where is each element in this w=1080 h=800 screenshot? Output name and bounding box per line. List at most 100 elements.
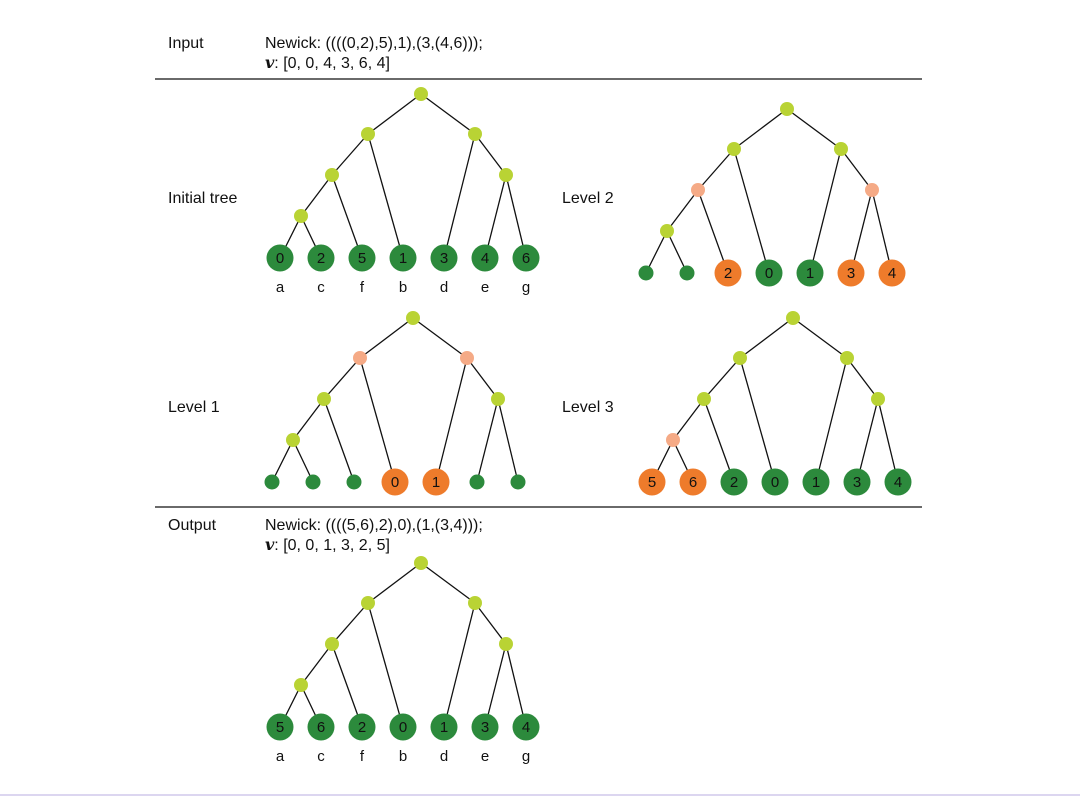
internal-node-D [294, 209, 308, 223]
internal-node-E [871, 392, 885, 406]
internal-node-C [317, 392, 331, 406]
internal-node-D [286, 433, 300, 447]
initial-tree-label: Initial tree [168, 190, 237, 207]
internal-node-B [840, 351, 854, 365]
leaf-name: b [399, 279, 407, 296]
leaf-node [266, 713, 294, 741]
tree-edge [474, 133, 507, 176]
input-vector-value: : [0, 0, 4, 3, 6, 4] [274, 55, 390, 72]
internal-node-root [414, 556, 428, 570]
leaf-node [430, 244, 458, 272]
tree-edge [505, 643, 527, 728]
leaf-node [307, 713, 335, 741]
tree-edge [443, 133, 476, 259]
v-symbol: v [265, 53, 275, 72]
leaf-node [389, 244, 417, 272]
leaf-name: b [399, 748, 407, 765]
tree-edge [359, 317, 414, 359]
tree-edge [703, 398, 735, 483]
internal-node-root [786, 311, 800, 325]
internal-node-root [406, 311, 420, 325]
input-vector: v: [0, 0, 4, 3, 6, 4] [265, 53, 390, 72]
leaf-value: 4 [481, 250, 489, 267]
internal-node-root [780, 102, 794, 116]
tree-edge [359, 357, 396, 483]
leaf-value: 4 [894, 474, 902, 491]
input-newick: Newick: ((((0,2),5),1),(3,(4,6))); [265, 35, 483, 52]
leaf-node [422, 468, 450, 496]
output-vector-value: : [0, 0, 1, 3, 2, 5] [274, 537, 390, 554]
tree-edge [367, 133, 404, 259]
leaf-value: 1 [806, 265, 814, 282]
tree-edge [645, 230, 668, 274]
leaf-node [878, 259, 906, 287]
tree-edge [733, 108, 788, 150]
leaf-node [837, 259, 865, 287]
tree-edge [850, 189, 873, 274]
leaf-value: 2 [730, 474, 738, 491]
leaf-value: 0 [765, 265, 773, 282]
leaf-node [802, 468, 830, 496]
tree-edge [367, 93, 422, 135]
tree-edge [476, 398, 499, 483]
leaf-name: c [317, 748, 325, 765]
leaf-node [430, 713, 458, 741]
leaf-value: 3 [847, 265, 855, 282]
v-symbol: v [265, 535, 275, 554]
tree-edge [271, 439, 294, 483]
leaf-node [755, 259, 783, 287]
leaf-value: 2 [317, 250, 325, 267]
leaf-value: 2 [724, 265, 732, 282]
internal-node-B [468, 127, 482, 141]
leaf-value: 0 [771, 474, 779, 491]
tree-edge [672, 398, 705, 441]
leaf-node [264, 474, 280, 490]
leaf-node [512, 244, 540, 272]
leaf-node [843, 468, 871, 496]
tree-edge [300, 174, 333, 217]
leaf-value: 1 [399, 250, 407, 267]
tree-edge [331, 602, 369, 645]
tree-edge [871, 189, 893, 274]
output-vector: v: [0, 0, 1, 3, 2, 5] [265, 535, 390, 554]
leaf-value: 3 [481, 719, 489, 736]
leaf-node [348, 244, 376, 272]
leaf-node [266, 244, 294, 272]
leaf-node [510, 474, 526, 490]
leaf-name: g [522, 279, 530, 296]
tree-edge [697, 148, 735, 191]
leaf-value: 0 [399, 719, 407, 736]
internal-node-B [834, 142, 848, 156]
leaf-node [469, 474, 485, 490]
tree-edge [412, 317, 468, 359]
tree-edge [792, 317, 848, 359]
tree-edge [443, 602, 476, 728]
leaf-name: f [360, 279, 365, 296]
leaf-node [679, 468, 707, 496]
leaf-value: 3 [853, 474, 861, 491]
tree-edge [331, 174, 363, 259]
tree-edge [846, 357, 879, 400]
tree-edge [331, 133, 369, 176]
leaf-name: e [481, 748, 489, 765]
leaf-value: 5 [358, 250, 366, 267]
output-label: Output [168, 517, 217, 534]
leaf-node [471, 244, 499, 272]
internal-node-E [499, 637, 513, 651]
tree-edge [877, 398, 899, 483]
internal-node-A [361, 596, 375, 610]
leaf-node [471, 713, 499, 741]
level3-label: Level 3 [562, 399, 614, 416]
tree-edge [739, 357, 776, 483]
leaf-node [638, 265, 654, 281]
tree-edge [703, 357, 741, 400]
tree-edge [420, 562, 476, 604]
leaf-name: d [440, 748, 448, 765]
tree-edge [420, 93, 476, 135]
internal-node-C [691, 183, 705, 197]
internal-node-C [325, 637, 339, 651]
leaf-value: 2 [358, 719, 366, 736]
